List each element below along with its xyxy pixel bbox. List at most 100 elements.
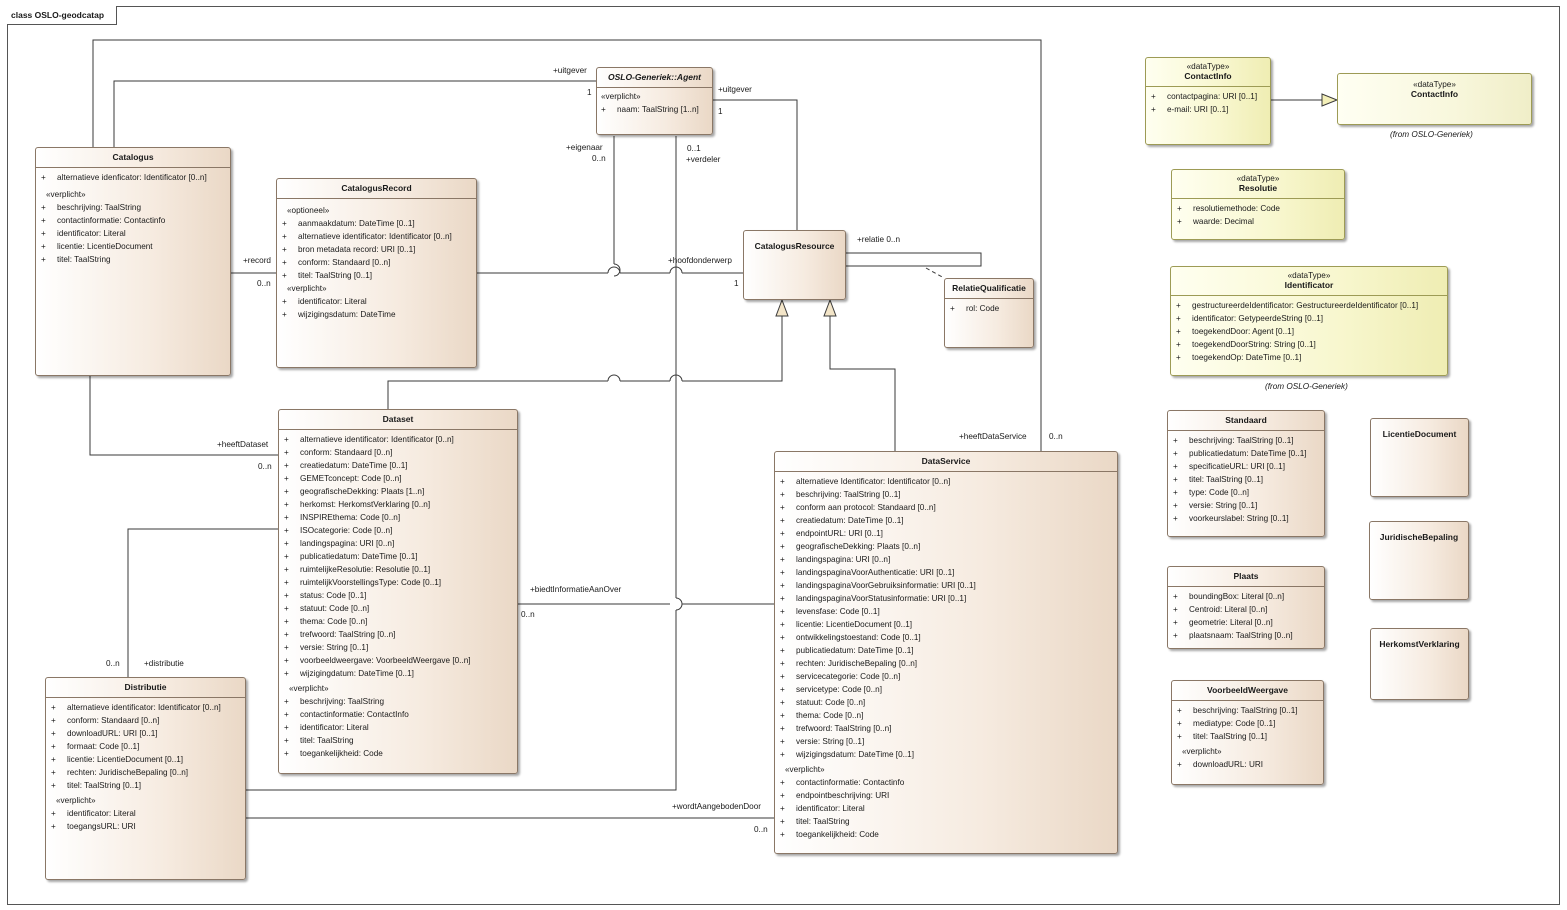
attribute: formaat: Code [0..1] bbox=[67, 742, 140, 751]
attribute: titel: TaalString bbox=[300, 736, 354, 745]
visibility: + bbox=[1176, 301, 1181, 310]
visibility: + bbox=[780, 817, 785, 826]
class-dataset[interactable]: Dataset +alternatieve identificator: Ide… bbox=[278, 409, 518, 774]
visibility: + bbox=[282, 258, 287, 267]
stereotype: «dataType» bbox=[1413, 80, 1456, 89]
attribute: thema: Code [0..n] bbox=[300, 617, 368, 626]
class-catalogusrecord[interactable]: CatalogusRecord «optioneel» +aanmaakdatu… bbox=[276, 178, 477, 368]
attribute: identificator: Literal bbox=[796, 804, 865, 813]
class-herkomstverklaring[interactable]: HerkomstVerklaring bbox=[1370, 628, 1469, 700]
visibility: + bbox=[780, 568, 785, 577]
role-label: +distributie bbox=[144, 659, 184, 668]
attribute-row: +creatiedatum: DateTime [0..1] bbox=[780, 514, 1113, 527]
attribute: creatiedatum: DateTime [0..1] bbox=[300, 461, 408, 470]
visibility: + bbox=[284, 643, 289, 652]
class-catalogusresource[interactable]: CatalogusResource bbox=[743, 230, 846, 300]
class-dataservice[interactable]: DataService +alternatieve Identificator:… bbox=[774, 451, 1118, 854]
visibility: + bbox=[51, 781, 56, 790]
class-name: JuridischeBepaling bbox=[1379, 532, 1459, 542]
visibility: + bbox=[1173, 449, 1178, 458]
class-name: ContactInfo bbox=[1184, 71, 1232, 81]
attribute-row: +GEMETconcept: Code [0..n] bbox=[284, 472, 513, 485]
attribute-row: +publicatiedatum: DateTime [0..1] bbox=[780, 644, 1113, 657]
role-label: +verdeler bbox=[686, 155, 721, 164]
visibility: + bbox=[284, 669, 289, 678]
assoc-heeftDataset bbox=[89, 376, 278, 456]
attribute-row: +licentie: LicentieDocument [0..1] bbox=[780, 618, 1113, 631]
visibility: + bbox=[284, 736, 289, 745]
class-distributie[interactable]: Distributie +alternatieve identificator:… bbox=[45, 677, 246, 880]
attribute: servicecategorie: Code [0..n] bbox=[796, 672, 901, 681]
datatype-contactinfo-generiek[interactable]: «dataType»ContactInfo bbox=[1337, 73, 1532, 125]
diagram-frame bbox=[7, 6, 1560, 905]
visibility: + bbox=[780, 830, 785, 839]
datatype-contactinfo[interactable]: «dataType»ContactInfo +contactpagina: UR… bbox=[1145, 57, 1271, 145]
class-relatiequalificatie[interactable]: RelatieQualificatie +rol: Code bbox=[944, 278, 1034, 348]
visibility: + bbox=[284, 448, 289, 457]
attribute-row: +toegangsURL: URI bbox=[51, 820, 245, 833]
attribute-row: +ruimtelijkeResolutie: Resolutie [0..1] bbox=[284, 563, 513, 576]
attribute-row: +landingspaginaVoorAuthenticatie: URI [0… bbox=[780, 566, 1113, 579]
attribute-row: +toegankelijkheid: Code bbox=[780, 828, 1117, 841]
visibility: + bbox=[284, 461, 289, 470]
multiplicity-label: 1 bbox=[587, 88, 592, 97]
class-agent[interactable]: OSLO-Generiek::Agent «verplicht» +naam: … bbox=[596, 67, 713, 135]
class-juridischebepaling[interactable]: JuridischeBepaling bbox=[1369, 521, 1469, 600]
class-voorbeeldweergave[interactable]: VoorbeeldWeergave +beschrijving: TaalStr… bbox=[1171, 680, 1324, 785]
class-catalogus[interactable]: Catalogus +alternatieve idenficator: Ide… bbox=[35, 147, 231, 376]
attribute-row: +alternatieve identificator: Identificat… bbox=[51, 701, 241, 714]
attribute: identificator: Literal bbox=[298, 297, 367, 306]
class-licentiedocument[interactable]: LicentieDocument bbox=[1370, 418, 1469, 497]
visibility: + bbox=[1177, 760, 1182, 769]
attribute: conform: Standaard [0..n] bbox=[300, 448, 393, 457]
attribute: contactpagina: URI [0..1] bbox=[1167, 92, 1258, 101]
attribute-row: +INSPIREthema: Code [0..n] bbox=[284, 511, 513, 524]
multiplicity-label: 0..n bbox=[521, 610, 535, 619]
attribute: identificator: Literal bbox=[67, 809, 136, 818]
attribute: type: Code [0..n] bbox=[1189, 488, 1250, 497]
attribute: rechten: JuridischeBepaling [0..n] bbox=[67, 768, 189, 777]
class-name: LicentieDocument bbox=[1382, 429, 1457, 439]
visibility: + bbox=[51, 768, 56, 777]
class-plaats[interactable]: Plaats +boundingBox: Literal [0..n]+Cent… bbox=[1167, 566, 1325, 649]
attribute-row: +versie: String [0..1] bbox=[284, 641, 513, 654]
datatype-identificator[interactable]: «dataType»Identificator +gestructureerde… bbox=[1170, 266, 1448, 376]
visibility: + bbox=[780, 477, 785, 486]
attribute: resolutiemethode: Code bbox=[1193, 204, 1280, 213]
attribute: GEMETconcept: Code [0..n] bbox=[300, 474, 402, 483]
role-label: +biedtInformatieAanOver bbox=[530, 585, 622, 594]
attribute: mediatype: Code [0..1] bbox=[1193, 719, 1276, 728]
visibility: + bbox=[1176, 314, 1181, 323]
attribute-row: + creatiedatum: DateTime [0..1] bbox=[284, 459, 513, 472]
stereotype: «verplicht» bbox=[56, 796, 96, 805]
attribute: INSPIREthema: Code [0..n] bbox=[300, 513, 401, 522]
visibility: + bbox=[780, 791, 785, 800]
datatype-resolutie[interactable]: «dataType»Resolutie +resolutiemethode: C… bbox=[1171, 169, 1345, 240]
visibility: + bbox=[284, 723, 289, 732]
attribute-row: +toegekendOp: DateTime [0..1] bbox=[1176, 351, 1443, 364]
attribute: licentie: LicentieDocument [0..1] bbox=[796, 620, 913, 629]
visibility: + bbox=[51, 809, 56, 818]
attribute-row: +identificator: Literal bbox=[284, 721, 517, 734]
attribute-row: +licentie: LicentieDocument [0..1] bbox=[51, 753, 241, 766]
assoc-resource-uitgever bbox=[712, 99, 798, 230]
attribute: specificatieURL: URI [0..1] bbox=[1189, 462, 1286, 471]
class-standaard[interactable]: Standaard +beschrijving: TaalString [0..… bbox=[1167, 410, 1325, 537]
attribute-row: +landingspaginaVoorStatusinformatie: URI… bbox=[780, 592, 1113, 605]
attribute: titel: TaalString [0..1] bbox=[1193, 732, 1268, 741]
stereotype: «verplicht» bbox=[601, 92, 641, 101]
assoc-dataservice-outer bbox=[92, 39, 1042, 451]
visibility: + bbox=[780, 555, 785, 564]
visibility: + bbox=[284, 710, 289, 719]
attribute: ruimtelijkeResolutie: Resolutie [0..1] bbox=[300, 565, 431, 574]
attribute: titel: TaalString bbox=[796, 817, 850, 826]
attribute-row: +levensfase: Code [0..1] bbox=[780, 605, 1113, 618]
attribute-row: +beschrijving: TaalString [0..1] bbox=[1173, 434, 1320, 447]
attribute-row: +toegekendDoor: Agent [0..1] bbox=[1176, 325, 1443, 338]
attribute-row: +geografischeDekking: Plaats [1..n] bbox=[284, 485, 513, 498]
attribute: beschrijving: TaalString bbox=[57, 203, 142, 212]
visibility: + bbox=[950, 304, 955, 313]
attribute: alternatieve identificator: Identificato… bbox=[300, 435, 454, 444]
from-package-label: (from OSLO-Generiek) bbox=[1390, 130, 1473, 139]
attribute-row: + titel: TaalString bbox=[284, 734, 517, 747]
